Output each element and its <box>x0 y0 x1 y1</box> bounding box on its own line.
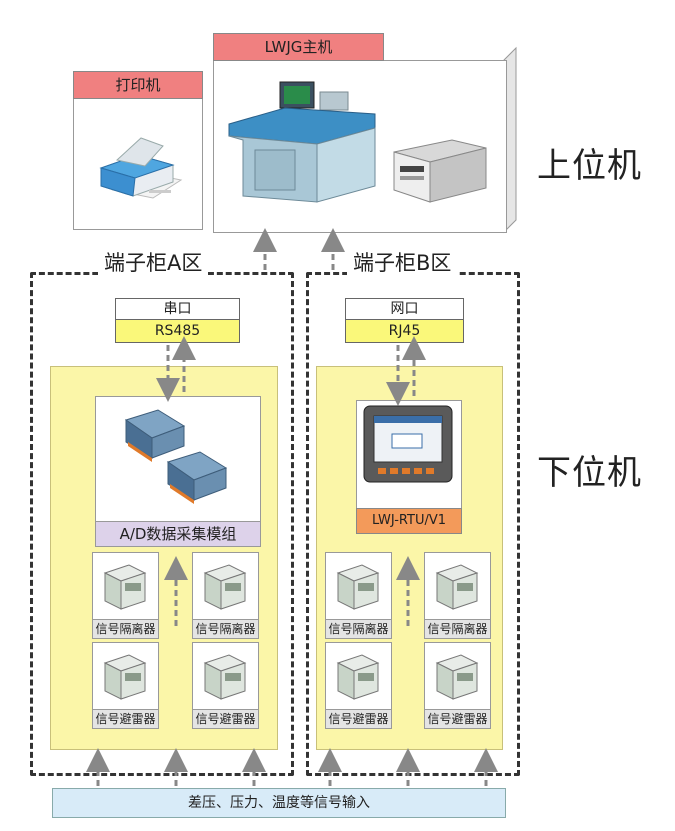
zone-b-port-name: 网口 <box>345 298 464 320</box>
zone-b-arrester-1: 信号避雷器 <box>325 642 392 729</box>
signal-input-bar: 差压、压力、温度等信号输入 <box>52 788 506 818</box>
card-label: 信号隔离器 <box>326 619 391 638</box>
arrester-icon <box>103 654 147 700</box>
zone-b-arrester-2: 信号避雷器 <box>424 642 491 729</box>
console-desk-icon <box>228 81 376 203</box>
isolator-icon <box>203 564 247 610</box>
host-label: LWJG主机 <box>213 33 384 61</box>
rtu-touchscreen-icon <box>363 405 453 483</box>
card-label: 信号隔离器 <box>93 619 158 638</box>
ad-module-icon <box>124 409 228 504</box>
zone-a-isolator-1: 信号隔离器 <box>92 552 159 639</box>
card-label: 信号避雷器 <box>193 709 258 728</box>
arrester-icon <box>435 654 479 700</box>
zone-a-arrester-2: 信号避雷器 <box>192 642 259 729</box>
zone-a-title: 端子柜A区 <box>98 247 209 277</box>
zone-b-isolator-1: 信号隔离器 <box>325 552 392 639</box>
card-label: 信号隔离器 <box>425 619 490 638</box>
lower-level-label: 下位机 <box>537 453 642 493</box>
rtu-label: LWJ-RTU/V1 <box>356 508 462 534</box>
ad-module-label: A/D数据采集模组 <box>95 521 261 547</box>
zone-a-port-name: 串口 <box>115 298 240 320</box>
zone-a-arrester-1: 信号避雷器 <box>92 642 159 729</box>
printer-label: 打印机 <box>73 71 203 99</box>
card-label: 信号避雷器 <box>93 709 158 728</box>
isolator-icon <box>435 564 479 610</box>
card-label: 信号避雷器 <box>425 709 490 728</box>
zone-b-isolator-2: 信号隔离器 <box>424 552 491 639</box>
printer-icon <box>99 137 183 199</box>
isolator-icon <box>103 564 147 610</box>
arrester-icon <box>336 654 380 700</box>
upper-level-label: 上位机 <box>537 146 642 186</box>
card-label: 信号隔离器 <box>193 619 258 638</box>
zone-b-title: 端子柜B区 <box>347 247 458 277</box>
card-label: 信号避雷器 <box>326 709 391 728</box>
isolator-icon <box>336 564 380 610</box>
industrial-pc-icon <box>393 139 487 203</box>
arrester-icon <box>203 654 247 700</box>
zone-a-isolator-2: 信号隔离器 <box>192 552 259 639</box>
